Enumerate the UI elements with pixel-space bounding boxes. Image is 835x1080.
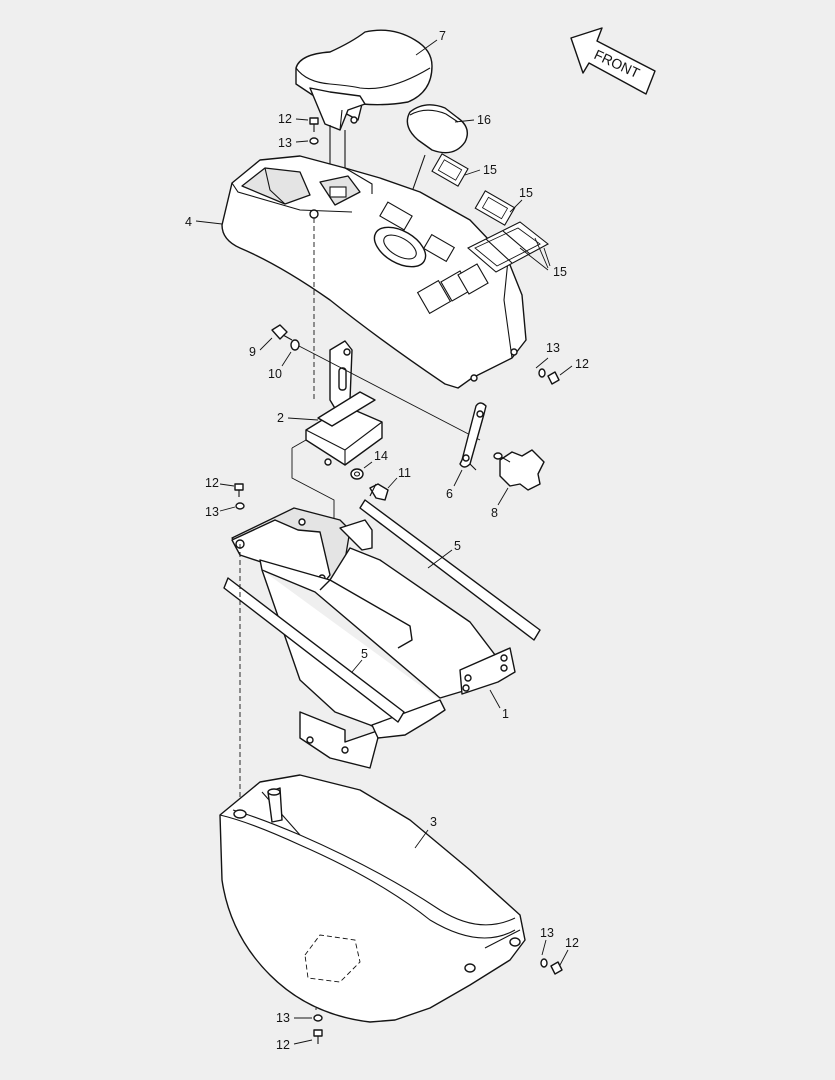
hardware-washer-13-right-upper <box>538 368 546 378</box>
callout-13: 13 <box>546 341 560 355</box>
part-3-lower-console-cover <box>219 774 526 1023</box>
callout-4: 4 <box>185 215 192 229</box>
part-5-rail-right <box>359 499 541 641</box>
callout-8: 8 <box>491 506 498 520</box>
part-15-decals <box>431 153 549 273</box>
part-4-upper-console-cover <box>221 155 527 400</box>
callout-15: 15 <box>553 265 567 279</box>
hardware-screw-12-right-lower <box>550 961 563 975</box>
callout-10: 10 <box>268 367 282 381</box>
callout-13: 13 <box>540 926 554 940</box>
callout-15: 15 <box>519 186 533 200</box>
callout-14: 14 <box>374 449 388 463</box>
part-14-washer <box>350 468 364 480</box>
part-2-lever-bracket <box>291 340 383 540</box>
leader-lines <box>195 39 573 1045</box>
part-9-screw <box>271 324 293 341</box>
callout-11: 11 <box>398 466 411 480</box>
callout-13: 13 <box>278 136 292 150</box>
hardware-washer-13-bottom <box>313 1014 323 1022</box>
part-16-oval-cap <box>394 104 468 241</box>
callout-1: 1 <box>502 707 509 721</box>
callout-12: 12 <box>205 476 219 490</box>
callout-12: 12 <box>278 112 292 126</box>
callout-12: 12 <box>276 1038 290 1052</box>
front-direction-arrow: FRONT <box>570 27 656 95</box>
callout-6: 6 <box>446 487 453 501</box>
callout-5: 5 <box>361 647 368 661</box>
hardware-washer-13-mid-left <box>235 502 245 510</box>
hardware-screw-12-right-upper <box>547 371 560 385</box>
hardware-washer-13-top <box>309 137 319 145</box>
hardware-screw-12-bottom <box>313 1029 323 1044</box>
callout-12: 12 <box>565 936 579 950</box>
callout-5: 5 <box>454 539 461 553</box>
part-6-link-plate <box>459 402 487 471</box>
part-1-main-bracket <box>231 507 516 769</box>
part-10-washer <box>290 339 481 441</box>
hardware-washer-13-right-lower <box>540 958 548 968</box>
callout-16: 16 <box>477 113 491 127</box>
part-5-rail-left <box>223 577 405 723</box>
callout-15: 15 <box>483 163 497 177</box>
part-8-star-knob <box>493 449 545 491</box>
hardware-screw-12-mid-left <box>234 483 244 497</box>
callout-12: 12 <box>575 357 589 371</box>
part-11-bolt <box>369 483 389 501</box>
callout-7: 7 <box>439 29 446 43</box>
callout-13: 13 <box>205 505 219 519</box>
callout-9: 9 <box>249 345 256 359</box>
callout-3: 3 <box>430 815 437 829</box>
hardware-screw-12-top <box>309 117 319 132</box>
callout-labels: 7 16 12 13 4 15 15 15 9 10 13 12 2 14 11… <box>185 29 589 1052</box>
callout-2: 2 <box>277 411 284 425</box>
callout-13: 13 <box>276 1011 290 1025</box>
